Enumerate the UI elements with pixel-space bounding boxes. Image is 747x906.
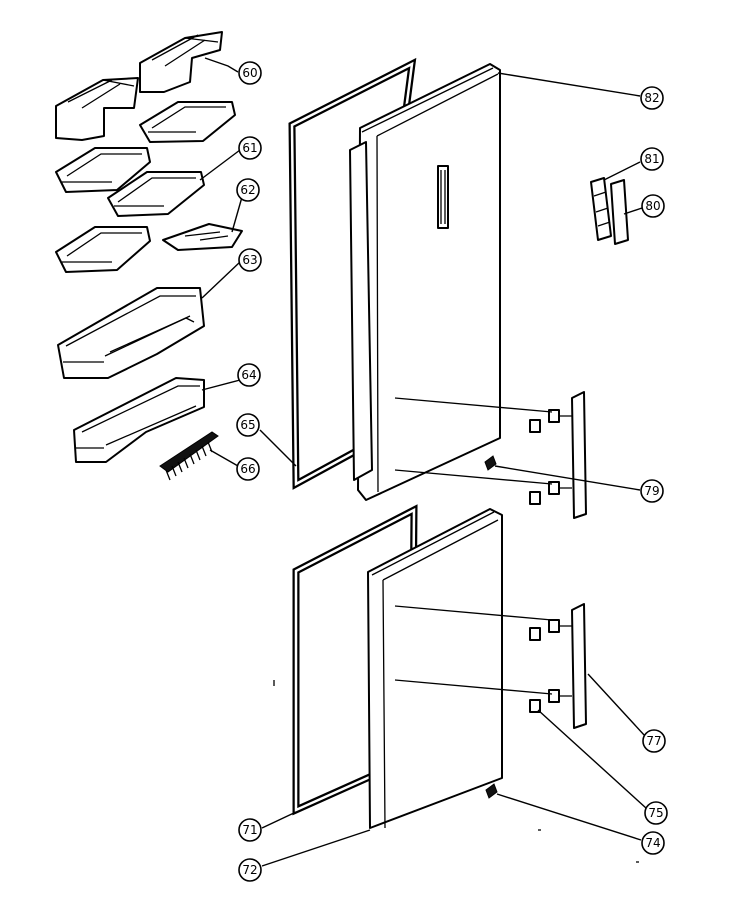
callout-75-label: 75 (648, 806, 663, 820)
callout-61-label: 61 (242, 141, 257, 155)
callout-77: 77 (642, 729, 666, 753)
callout-81-label: 81 (644, 152, 659, 166)
stray-marks (273, 680, 639, 863)
callout-65-label: 65 (240, 418, 255, 432)
callout-71-label: 71 (242, 823, 257, 837)
callout-77-label: 77 (646, 734, 661, 748)
shelf-clips (159, 431, 219, 481)
callout-74: 74 (641, 831, 665, 855)
door-handle-assembly (590, 177, 629, 245)
callout-75: 75 (644, 801, 668, 825)
callout-62-label: 62 (240, 183, 255, 197)
large-door-bin-lower (73, 377, 205, 463)
callout-65: 65 (236, 413, 260, 437)
callout-64-label: 64 (241, 368, 256, 382)
callout-79: 79 (640, 479, 664, 503)
callout-61: 61 (238, 136, 262, 160)
callout-82-label: 82 (644, 91, 659, 105)
callout-79-label: 79 (644, 484, 659, 498)
hinge-blocks (394, 397, 572, 713)
hinge-pins (484, 455, 498, 799)
callout-60: 60 (238, 61, 262, 85)
small-shelf-bins (55, 101, 236, 273)
lower-door (367, 508, 503, 829)
hinge-rails (571, 391, 587, 729)
upper-door (349, 63, 501, 501)
callout-81: 81 (640, 147, 664, 171)
callout-74-label: 74 (645, 836, 660, 850)
callout-72-label: 72 (242, 863, 257, 877)
callout-72: 72 (238, 858, 262, 882)
callout-66-label: 66 (240, 462, 255, 476)
callout-71: 71 (238, 818, 262, 842)
callout-80-label: 80 (645, 199, 660, 213)
callout-80: 80 (641, 194, 665, 218)
callout-60-label: 60 (242, 66, 257, 80)
shelf-divider (162, 223, 243, 251)
callout-82: 82 (640, 86, 664, 110)
callout-66: 66 (236, 457, 260, 481)
callout-64: 64 (237, 363, 261, 387)
callout-63: 63 (238, 248, 262, 272)
egg-tray-lids (55, 31, 223, 141)
large-door-bin-upper (57, 287, 205, 379)
callout-63-label: 63 (242, 253, 257, 267)
callout-62: 62 (236, 178, 260, 202)
